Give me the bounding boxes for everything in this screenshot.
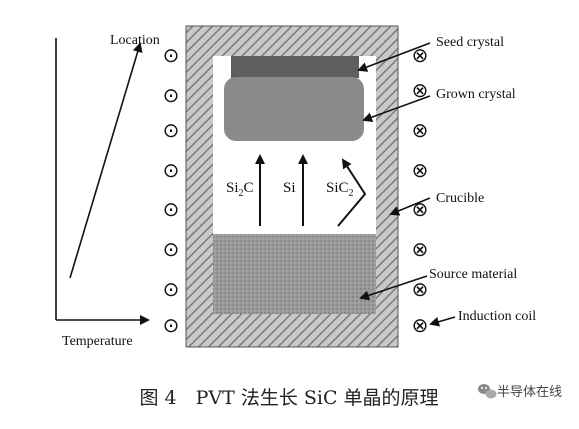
coil-dot-icon: ⊙ [163, 45, 180, 67]
coil-cross-icon: ⊗ [412, 45, 429, 67]
wechat-logo-icon [478, 384, 497, 399]
coil-cross-icon: ⊗ [412, 315, 429, 337]
sic2-label: SiC2 [326, 180, 354, 199]
induction-coil-label: Induction coil [458, 309, 536, 324]
location-label: Location [110, 33, 160, 48]
location-arrow [69, 42, 143, 279]
coil-dot-icon: ⊙ [163, 279, 180, 301]
seed-crystal-pointer [357, 42, 431, 72]
coil-cross-icon: ⊗ [412, 279, 429, 301]
source-material-pointer [359, 275, 428, 301]
si2c-label: Si2C [226, 180, 254, 199]
coil-dot-icon: ⊙ [163, 120, 180, 142]
coil-cross-icon: ⊗ [412, 160, 429, 182]
watermark: 半导体在线 [478, 384, 562, 400]
source-material [213, 234, 376, 314]
grown-crystal-label: Grown crystal [436, 87, 516, 102]
sic2-arrow [337, 158, 367, 227]
induction-coil-pointer [429, 316, 456, 327]
source-material-label: Source material [429, 267, 517, 282]
grown-crystal-pointer [362, 95, 431, 122]
coil-dot-icon: ⊙ [163, 315, 180, 337]
si-label: Si [283, 180, 296, 196]
coil-cross-icon: ⊗ [412, 120, 429, 142]
coil-dot-icon: ⊙ [163, 199, 180, 221]
grown-crystal [224, 77, 364, 141]
coil-dot-icon: ⊙ [163, 85, 180, 107]
temperature-label: Temperature [62, 334, 133, 349]
right-coil: ⊗ ⊗ ⊗ ⊗ ⊗ ⊗ ⊗ ⊗ [412, 45, 429, 337]
watermark-text: 半导体在线 [497, 385, 562, 400]
left-coil: ⊙ ⊙ ⊙ ⊙ ⊙ ⊙ ⊙ ⊙ [163, 45, 180, 337]
coil-cross-icon: ⊗ [412, 80, 429, 102]
crucible-pointer [389, 197, 431, 216]
seed-crystal [231, 56, 359, 78]
coil-dot-icon: ⊙ [163, 160, 180, 182]
crucible-label: Crucible [436, 191, 484, 206]
coil-dot-icon: ⊙ [163, 239, 180, 261]
coil-cross-icon: ⊗ [412, 239, 429, 261]
figure-caption: 图 4 PVT 法生长 SiC 单晶的原理 [139, 387, 438, 409]
seed-crystal-label: Seed crystal [436, 35, 504, 50]
